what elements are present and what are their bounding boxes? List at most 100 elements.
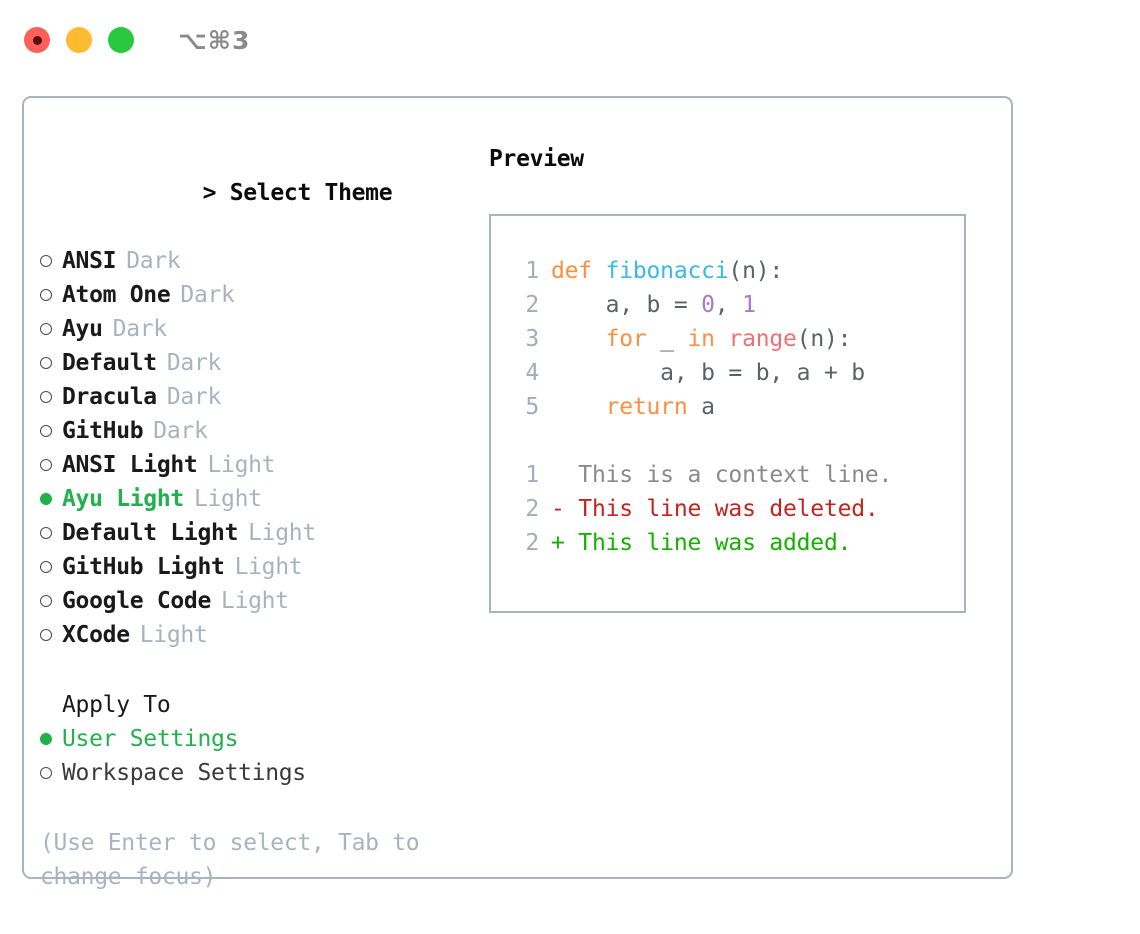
theme-option-label: ANSI bbox=[62, 248, 117, 274]
code-token-call: range bbox=[728, 326, 797, 352]
code-token-plain: _ bbox=[646, 326, 688, 352]
preview-heading: Preview bbox=[489, 146, 584, 172]
theme-option-label: Default bbox=[62, 350, 157, 376]
code-token-plain: a, b = b, a + b bbox=[551, 360, 865, 386]
diff-text: This line was added. bbox=[578, 530, 852, 556]
code-token-kw: return bbox=[605, 394, 688, 420]
diff-marker: - bbox=[551, 496, 579, 522]
diff-sample: 1 This is a context line.2- This line wa… bbox=[509, 458, 964, 560]
diff-line-del: 2- This line was deleted. bbox=[509, 492, 964, 526]
code-token-kw: def bbox=[551, 258, 606, 284]
code-token-num: 1 bbox=[742, 292, 756, 318]
theme-option-label: Atom One bbox=[62, 282, 171, 308]
maximize-button-icon[interactable] bbox=[108, 27, 134, 53]
code-line: 1 def fibonacci(n): bbox=[509, 254, 964, 288]
select-theme-heading-label: Select Theme bbox=[229, 180, 393, 206]
radio-unselected-icon bbox=[40, 447, 62, 481]
code-token-plain: (n): bbox=[728, 258, 784, 284]
theme-option-github[interactable]: GitHub Dark bbox=[40, 414, 489, 448]
select-theme-heading: > Select Theme bbox=[40, 142, 489, 244]
diff-marker bbox=[551, 458, 578, 492]
code-line: 3 for _ in range(n): bbox=[509, 322, 964, 356]
diff-marker: + bbox=[551, 530, 579, 556]
code-token-plain: , bbox=[714, 292, 743, 318]
theme-option-variant-badge: Dark bbox=[180, 282, 235, 308]
theme-option-variant-badge: Light bbox=[139, 622, 208, 648]
line-number: 1 bbox=[525, 258, 539, 284]
radio-unselected-icon bbox=[40, 755, 62, 789]
theme-option-ansi-light[interactable]: ANSI Light Light bbox=[40, 448, 489, 482]
theme-option-variant-badge: Dark bbox=[166, 384, 222, 410]
theme-option-label: Default Light bbox=[62, 520, 239, 546]
theme-option-label: GitHub bbox=[62, 418, 144, 444]
code-token-kw: for bbox=[605, 326, 647, 352]
code-token-fn: fibonacci bbox=[605, 258, 729, 284]
code-token-plain: a, b = bbox=[551, 292, 702, 318]
code-text: def fibonacci(n): bbox=[551, 254, 783, 288]
theme-option-label: ANSI Light bbox=[62, 452, 198, 478]
minimize-button-icon[interactable] bbox=[66, 27, 92, 53]
code-token-plain: (n): bbox=[796, 326, 852, 352]
code-line: 5 return a bbox=[509, 390, 964, 424]
theme-option-atom-one[interactable]: Atom One Dark bbox=[40, 278, 489, 312]
radio-unselected-icon bbox=[40, 311, 62, 345]
line-number: 2 bbox=[525, 530, 539, 556]
diff-text: This line was deleted. bbox=[578, 496, 879, 522]
radio-selected-icon bbox=[40, 481, 62, 515]
apply-to-option-workspace-settings[interactable]: Workspace Settings bbox=[40, 756, 489, 790]
keyboard-hint-text: (Use Enter to select, Tab to change focu… bbox=[40, 830, 420, 890]
recording-dot-icon bbox=[32, 35, 42, 45]
theme-option-default-light[interactable]: Default Light Light bbox=[40, 516, 489, 550]
radio-unselected-icon bbox=[40, 583, 62, 617]
radio-unselected-icon bbox=[40, 243, 62, 277]
line-number: 5 bbox=[525, 394, 539, 420]
close-button-icon[interactable] bbox=[24, 27, 50, 53]
code-line: 2 a, b = 0, 1 bbox=[509, 288, 964, 322]
theme-option-xcode[interactable]: XCode Light bbox=[40, 618, 489, 652]
theme-option-default[interactable]: Default Dark bbox=[40, 346, 489, 380]
apply-to-option-label: Workspace Settings bbox=[62, 760, 306, 786]
line-number: 3 bbox=[525, 326, 539, 352]
theme-option-variant-badge: Dark bbox=[112, 316, 168, 342]
diff-text: This is a context line. bbox=[578, 462, 893, 488]
code-line: 4 a, b = b, a + b bbox=[509, 356, 964, 390]
radio-unselected-icon bbox=[40, 413, 62, 447]
code-diff-gap bbox=[509, 424, 964, 458]
line-number: 2 bbox=[525, 496, 539, 522]
theme-option-label: GitHub Light bbox=[62, 554, 225, 580]
theme-option-label: Ayu Light bbox=[62, 486, 184, 512]
radio-unselected-icon bbox=[40, 617, 62, 651]
theme-option-ansi[interactable]: ANSI Dark bbox=[40, 244, 489, 278]
theme-option-variant-badge: Light bbox=[248, 520, 316, 546]
code-token-plain bbox=[715, 326, 729, 352]
radio-unselected-icon bbox=[40, 515, 62, 549]
theme-option-variant-badge: Dark bbox=[166, 350, 222, 376]
keyboard-shortcut-label: ⌥⌘3 bbox=[178, 25, 251, 55]
diff-line-ctx: 1 This is a context line. bbox=[509, 458, 964, 492]
theme-option-variant-badge: Dark bbox=[153, 418, 208, 444]
apply-to-option-user-settings[interactable]: User Settings bbox=[40, 722, 489, 756]
theme-option-label: XCode bbox=[62, 622, 130, 648]
title-bar: ⌥⌘3 bbox=[0, 0, 1140, 80]
diff-line-add: 2 + This line was added. bbox=[509, 526, 964, 560]
apply-to-heading: Apply To bbox=[62, 692, 171, 718]
code-token-plain bbox=[551, 394, 606, 420]
theme-option-variant-badge: Dark bbox=[126, 248, 181, 274]
code-token-plain bbox=[551, 326, 606, 352]
line-number: 4 bbox=[525, 360, 539, 386]
theme-option-variant-badge: Light bbox=[207, 452, 276, 478]
line-number: 2 bbox=[525, 292, 539, 318]
code-text: return a bbox=[551, 390, 715, 424]
